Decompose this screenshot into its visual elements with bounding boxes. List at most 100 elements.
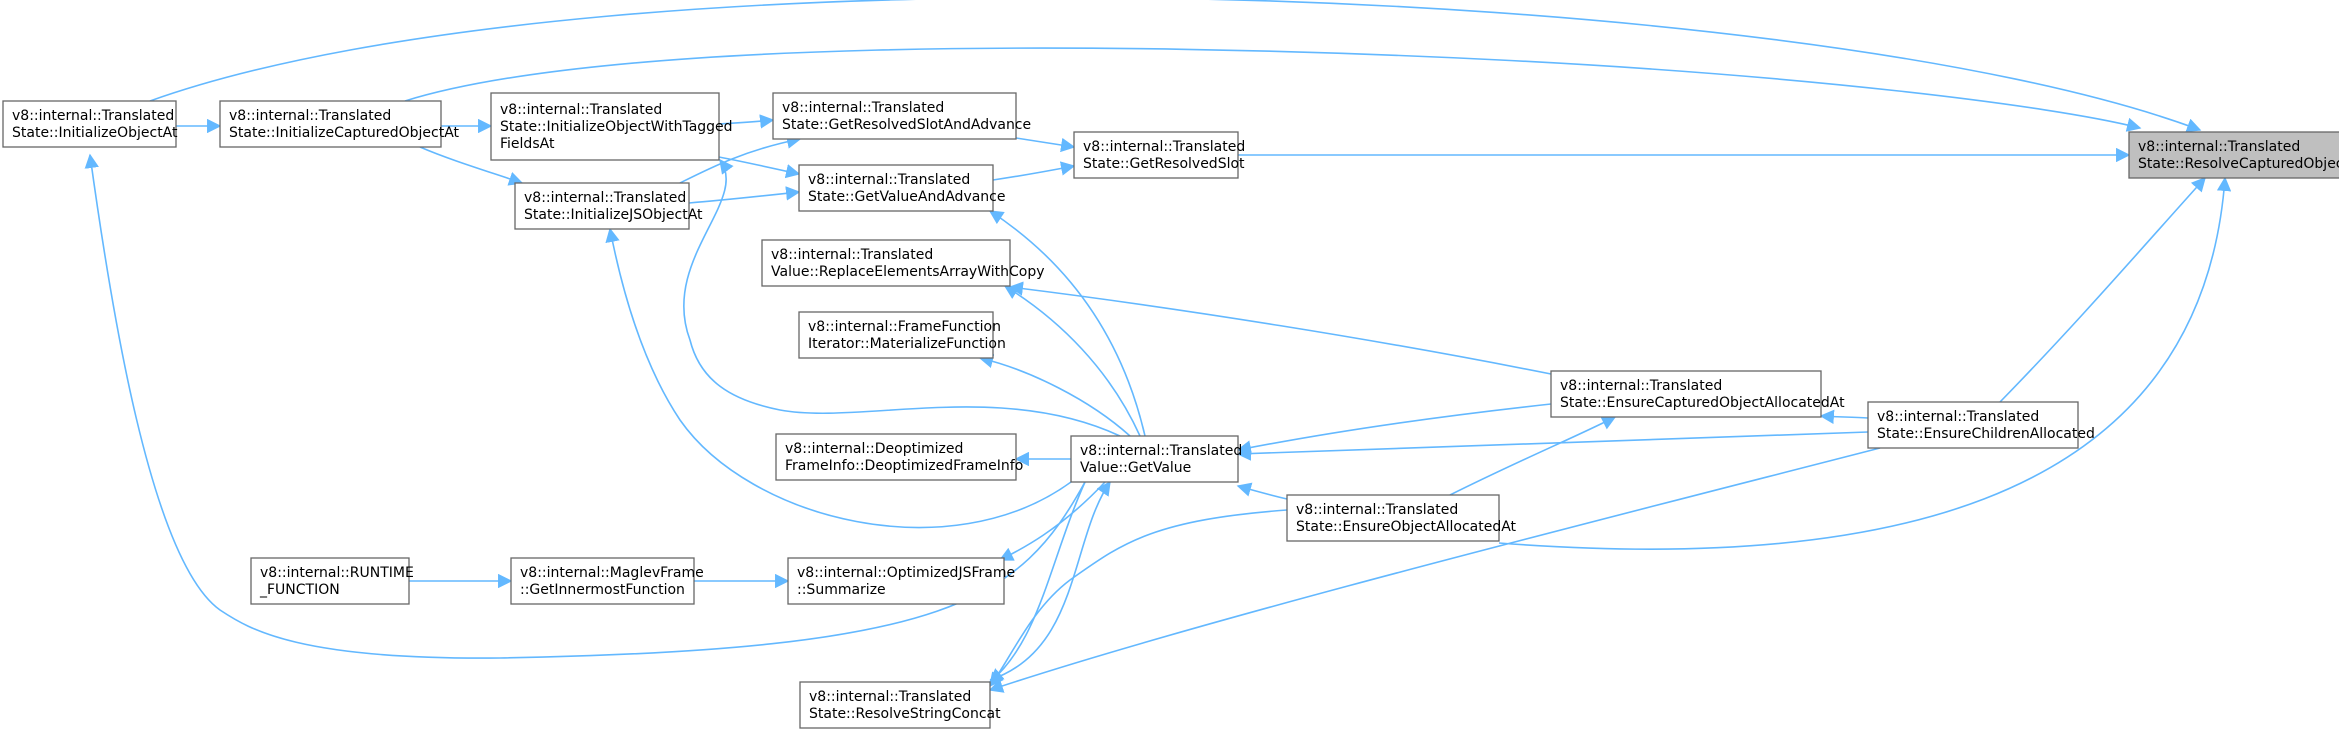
node-box	[1073, 131, 1239, 179]
node-initcaptured[interactable]: v8::internal::TranslatedState::Initializ…	[219, 100, 460, 148]
edge-ensureobject-to-getvalue	[1236, 482, 1288, 500]
edge-ensureobject-to-ensurecaptured	[1449, 416, 1617, 496]
node-initobject[interactable]: v8::internal::TranslatedState::Initializ…	[2, 100, 178, 148]
node-label: v8::internal::Translated	[229, 108, 391, 124]
node-label: State::InitializeCapturedObjectAt	[229, 125, 460, 141]
edge-getvalue-to-initjsobj	[605, 227, 1072, 529]
node-label: v8::internal::Translated	[1560, 378, 1722, 394]
node-label: Iterator::MaterializeFunction	[808, 336, 1006, 352]
node-label: v8::internal::MaglevFrame	[520, 565, 704, 581]
node-box	[2, 100, 177, 148]
node-ensurechildren[interactable]: v8::internal::TranslatedState::EnsureChi…	[1867, 401, 2095, 449]
node-label: Value::GetValue	[1080, 460, 1191, 476]
node-getresolvedslot[interactable]: v8::internal::TranslatedState::GetResolv…	[1073, 131, 1245, 179]
node-getvalueadv[interactable]: v8::internal::TranslatedState::GetValueA…	[798, 164, 1006, 212]
node-getresolvedslotadv[interactable]: v8::internal::TranslatedState::GetResolv…	[772, 92, 1031, 140]
node-box	[772, 92, 1017, 140]
edge-initobjtagged-to-getresolvedslotadv	[718, 114, 775, 129]
node-label: State::ResolveStringConcat	[809, 706, 1001, 722]
node-label: State::ResolveCapturedObject	[2138, 156, 2339, 172]
node-label: v8::internal::Translated	[2138, 139, 2300, 155]
node-label: v8::internal::Translated	[771, 247, 933, 263]
edge-getvalue-to-initobjtagged	[683, 158, 1121, 437]
node-box	[1867, 401, 2079, 449]
node-ensureobject[interactable]: v8::internal::TranslatedState::EnsureObj…	[1286, 494, 1517, 542]
edge-initcaptured-to-initjsobj	[419, 146, 524, 186]
node-box	[775, 433, 1017, 481]
node-layer: v8::internal::TranslatedState::ResolveCa…	[2, 92, 2339, 729]
node-label: v8::internal::Translated	[1080, 443, 1242, 459]
edge-getvalueadv-to-getresolvedslot	[992, 161, 1076, 181]
edge-ensurecaptured-to-replaceelements	[1008, 281, 1552, 375]
node-materialize[interactable]: v8::internal::FrameFunctionIterator::Mat…	[798, 311, 1006, 359]
edge-initobjtagged-to-getvalueadv	[718, 156, 801, 179]
node-label: v8::internal::Deoptimized	[785, 441, 963, 457]
edge-initobject-to-resolve	[149, 0, 2202, 133]
node-label: v8::internal::OptimizedJSFrame	[797, 565, 1015, 581]
node-label: v8::internal::Translated	[809, 689, 971, 705]
node-runtime[interactable]: v8::internal::RUNTIME_FUNCTION	[250, 557, 414, 605]
node-label: v8::internal::Translated	[1296, 502, 1458, 518]
node-label: FrameInfo::DeoptimizedFrameInfo	[785, 458, 1023, 474]
edge-ensureobject-to-resolve	[1498, 176, 2232, 551]
edge-initcaptured-to-resolve	[404, 47, 2142, 132]
node-label: State::InitializeJSObjectAt	[524, 207, 703, 223]
node-label: v8::internal::Translated	[524, 190, 686, 206]
node-label: ::Summarize	[797, 582, 886, 598]
node-maglev[interactable]: v8::internal::MaglevFrame::GetInnermostF…	[510, 557, 704, 605]
node-box	[490, 92, 720, 161]
node-label: v8::internal::Translated	[808, 172, 970, 188]
node-initjsobj[interactable]: v8::internal::TranslatedState::Initializ…	[514, 182, 703, 230]
node-box	[1550, 370, 1822, 418]
node-label: v8::internal::FrameFunction	[808, 319, 1001, 335]
node-box	[250, 557, 410, 605]
node-deoptinfo[interactable]: v8::internal::DeoptimizedFrameInfo::Deop…	[775, 433, 1023, 481]
edge-ensurechildren-to-getvalue	[1236, 431, 1869, 461]
edge-stringconcat-to-getvalue	[989, 480, 1111, 681]
node-box	[799, 681, 991, 729]
node-label: v8::internal::Translated	[782, 100, 944, 116]
node-label: State::EnsureObjectAllocatedAt	[1296, 519, 1517, 535]
node-label: Value::ReplaceElementsArrayWithCopy	[771, 264, 1045, 280]
edge-ensurechildren-to-stringconcat	[988, 447, 1881, 693]
node-label: State::GetValueAndAdvance	[808, 189, 1006, 205]
edge-getvalue-to-summarize	[998, 481, 1106, 561]
edge-getvalue-to-stringconcat	[988, 481, 1086, 683]
node-stringconcat[interactable]: v8::internal::TranslatedState::ResolveSt…	[799, 681, 1001, 729]
node-box	[510, 557, 695, 605]
edge-ensurechildren-to-ensurecaptured	[1819, 409, 1869, 425]
node-label: State::InitializeObjectWithTagged	[500, 119, 733, 135]
edge-ensurecaptured-to-getvalue	[1236, 403, 1552, 455]
edge-ensurechildren-to-resolve	[1999, 176, 2206, 403]
node-box	[761, 239, 1011, 287]
edge-getvalue-to-replaceelements	[1003, 285, 1141, 437]
node-label: FieldsAt	[500, 136, 555, 152]
node-label: v8::internal::RUNTIME	[260, 565, 414, 581]
node-box	[798, 311, 994, 359]
node-label: State::InitializeObjectAt	[12, 125, 178, 141]
node-box	[514, 182, 690, 230]
node-box	[787, 557, 1005, 605]
edge-initjsobj-to-getvalueadv	[688, 186, 801, 204]
node-box	[219, 100, 442, 148]
node-label: ::GetInnermostFunction	[520, 582, 685, 598]
node-replaceelements[interactable]: v8::internal::TranslatedValue::ReplaceEl…	[761, 239, 1045, 287]
edge-getresolvedslotadv-to-getresolvedslot	[1015, 137, 1076, 153]
edge-getvalue-to-materialize	[978, 354, 1131, 437]
node-box	[1286, 494, 1500, 542]
node-box	[1070, 435, 1239, 483]
node-label: v8::internal::Translated	[12, 108, 174, 124]
edge-ensureobject-to-stringconcat	[989, 509, 1288, 688]
node-label: _FUNCTION	[259, 582, 340, 598]
node-resolve[interactable]: v8::internal::TranslatedState::ResolveCa…	[2128, 131, 2339, 179]
node-label: v8::internal::Translated	[1083, 139, 1245, 155]
node-initobjtagged[interactable]: v8::internal::TranslatedState::Initializ…	[490, 92, 733, 161]
node-ensurecaptured[interactable]: v8::internal::TranslatedState::EnsureCap…	[1550, 370, 1845, 418]
node-summarize[interactable]: v8::internal::OptimizedJSFrame::Summariz…	[787, 557, 1015, 605]
node-label: State::EnsureChildrenAllocated	[1877, 426, 2095, 442]
node-label: State::GetResolvedSlotAndAdvance	[782, 117, 1031, 133]
node-box	[798, 164, 994, 212]
node-label: v8::internal::Translated	[1877, 409, 2039, 425]
